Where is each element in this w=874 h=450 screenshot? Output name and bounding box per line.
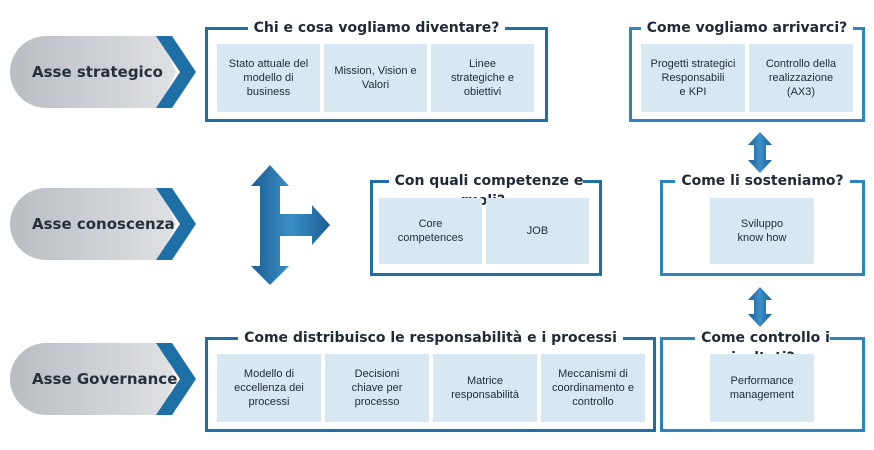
box-controllo: Come controllo i risultati? Performance …: [660, 330, 865, 432]
branch-arrow-icon: [251, 165, 330, 285]
cell-modello-eccellenza: Modello di eccellenza dei processi: [217, 354, 321, 422]
box-sosteniamo: Come li sosteniamo? Sviluppo know how: [660, 173, 865, 276]
cell-decisioni-chiave: Decisioni chiave per processo: [325, 354, 429, 422]
box-sosteniamo-title: Come li sosteniamo?: [675, 173, 850, 189]
cell-progetti-strategici: Progetti strategici Responsabili e KPI: [641, 44, 745, 112]
axis-governance: Asse Governance: [10, 343, 196, 415]
cell-performance-management: Performance management: [710, 354, 814, 422]
cell-matrice-responsabilita: Matrice responsabilità: [433, 354, 537, 422]
axis-strategico: Asse strategico: [10, 36, 196, 108]
box-come-arrivarci-title: Come vogliamo arrivarci?: [640, 20, 854, 36]
cell-stato-attuale: Stato attuale del modello di business: [217, 44, 320, 112]
box-distribuisco-title: Come distribuisco le responsabilità e i …: [238, 330, 623, 346]
axis-governance-label: Asse Governance: [32, 370, 178, 388]
cell-meccanismi-coordinamento: Meccanismi di coordinamento e controllo: [541, 354, 645, 422]
axis-governance-shape: [10, 343, 196, 415]
box-distribuisco: Come distribuisco le responsabilità e i …: [205, 330, 656, 432]
axis-strategico-label: Asse strategico: [32, 63, 163, 81]
cell-mission-vision: Mission, Vision e Valori: [324, 44, 427, 112]
axis-conoscenza-shape: [10, 188, 196, 260]
cell-sviluppo-know-how: Sviluppo know how: [710, 198, 814, 264]
box-chi-cosa: Chi e cosa vogliamo diventare? Stato att…: [205, 20, 548, 122]
cell-job: JOB: [486, 198, 589, 264]
cell-core-competences: Core competences: [379, 198, 482, 264]
box-competenze: Con quali competenze e ruoli? Core compe…: [370, 173, 602, 276]
double-arrow-icon-upper: [748, 132, 772, 173]
cell-linee-strategiche: Linee strategiche e obiettivi: [431, 44, 534, 112]
box-chi-cosa-title: Chi e cosa vogliamo diventare?: [247, 20, 506, 36]
axis-strategico-shape: [10, 36, 196, 108]
double-arrow-icon-lower: [748, 287, 772, 327]
axis-conoscenza-label: Asse conoscenza: [32, 215, 175, 233]
axis-conoscenza: Asse conoscenza: [10, 188, 196, 260]
box-come-arrivarci: Come vogliamo arrivarci? Progetti strate…: [629, 20, 865, 122]
cell-controllo-realizzazione: Controllo della realizzazione (AX3): [749, 44, 853, 112]
